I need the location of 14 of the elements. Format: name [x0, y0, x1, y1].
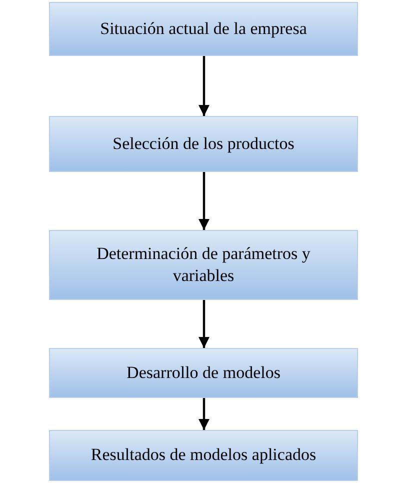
arrow [198, 300, 210, 348]
arrow [198, 56, 210, 116]
step-label: Selección de los productos [112, 132, 294, 155]
step-label: Determinación de parámetros y variables [96, 242, 312, 287]
step-label: Desarrollo de modelos [126, 362, 280, 384]
process-box [49, 348, 358, 398]
arrow [198, 172, 210, 230]
arrow [198, 398, 210, 430]
step-label: Situación actual de la empresa [100, 18, 307, 40]
process-box [49, 430, 358, 481]
process-box [49, 116, 358, 172]
process-box [49, 2, 358, 56]
step-label: Resultados de modelos aplicados [90, 444, 316, 466]
process-box [49, 230, 358, 300]
